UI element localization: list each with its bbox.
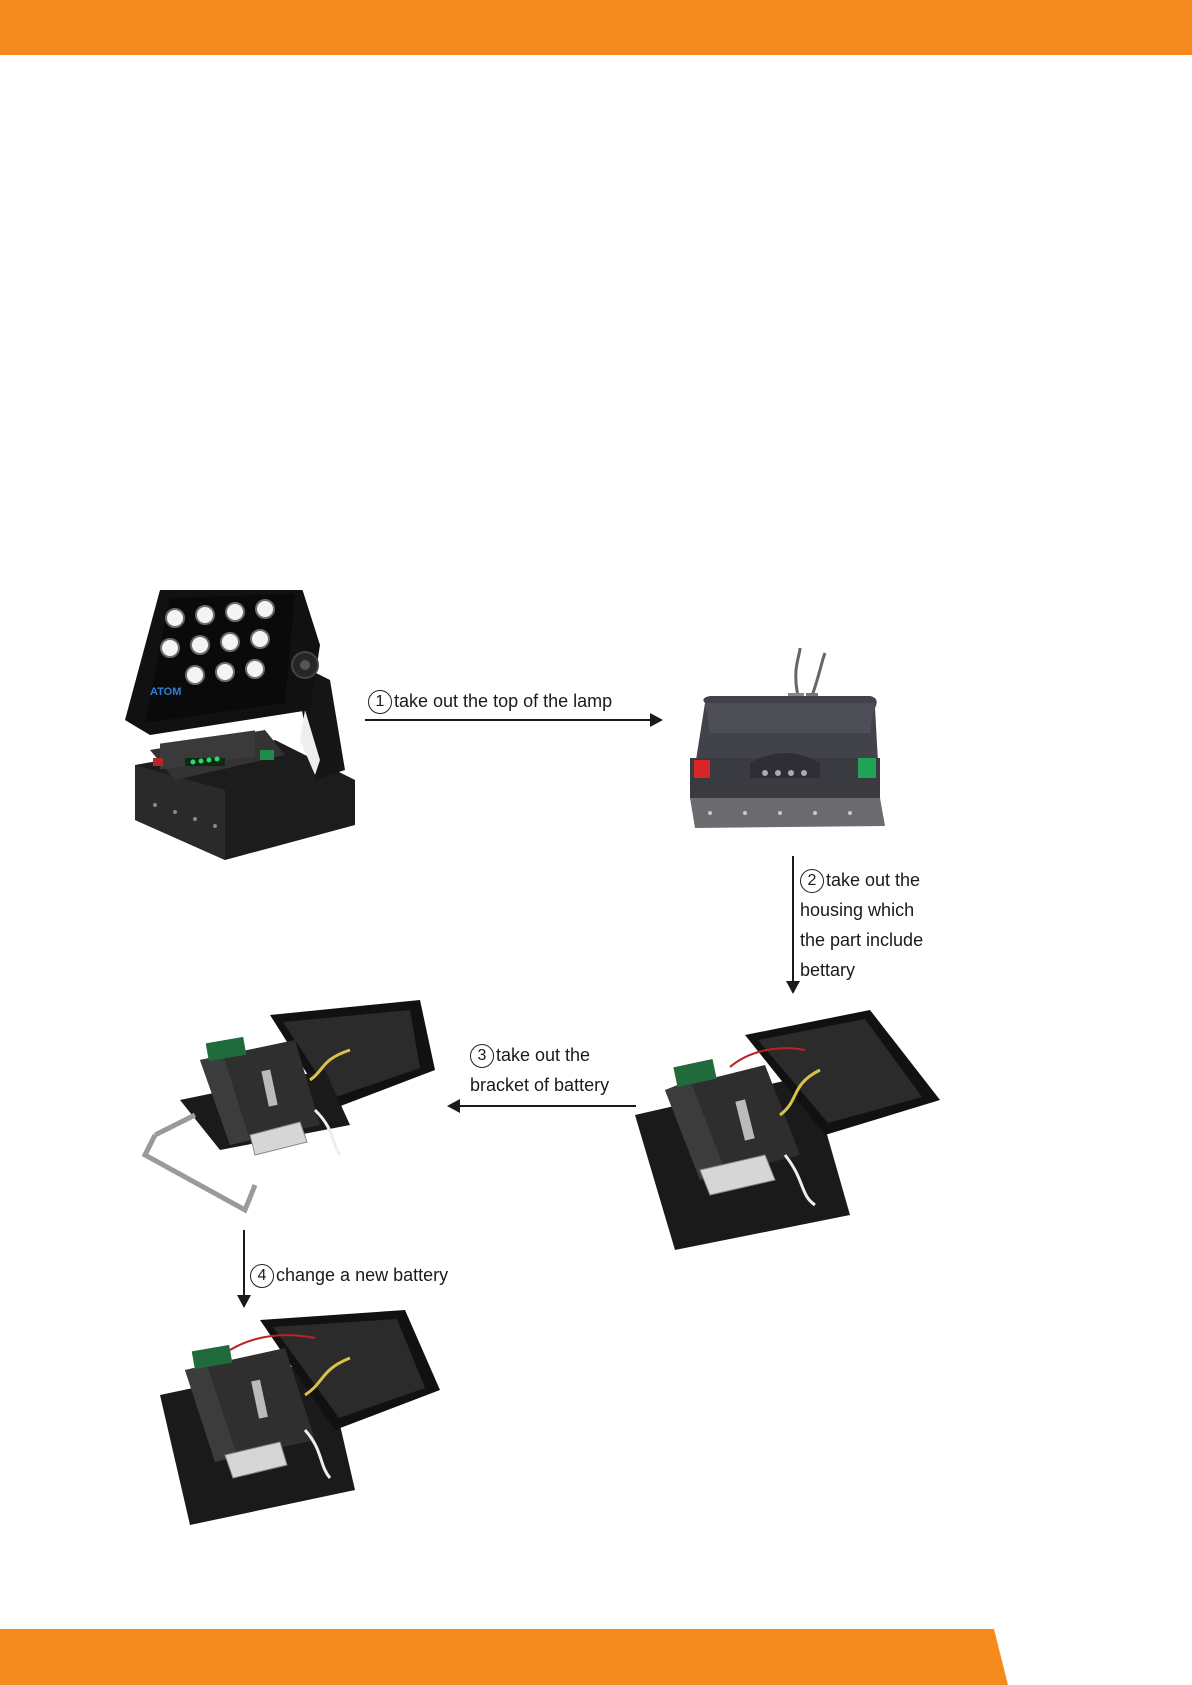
- housing-closed-photo: [680, 648, 900, 848]
- footer-band: [0, 1629, 1192, 1685]
- new-battery-photo: [155, 1310, 445, 1540]
- step-4-number: 4: [250, 1264, 274, 1288]
- step-1-text: take out the top of the lamp: [394, 691, 612, 711]
- step-2-number: 2: [800, 869, 824, 893]
- step-3-number: 3: [470, 1044, 494, 1068]
- step-4-text: change a new battery: [276, 1265, 448, 1285]
- lamp-fixture-photo: ATOM: [115, 590, 365, 870]
- lamp-brand-mark: ATOM: [150, 686, 181, 698]
- step-1-number: 1: [368, 690, 392, 714]
- bracket-removed-photo: [135, 1000, 455, 1230]
- header-band: [0, 0, 1192, 55]
- housing-open-photo: [630, 1005, 940, 1255]
